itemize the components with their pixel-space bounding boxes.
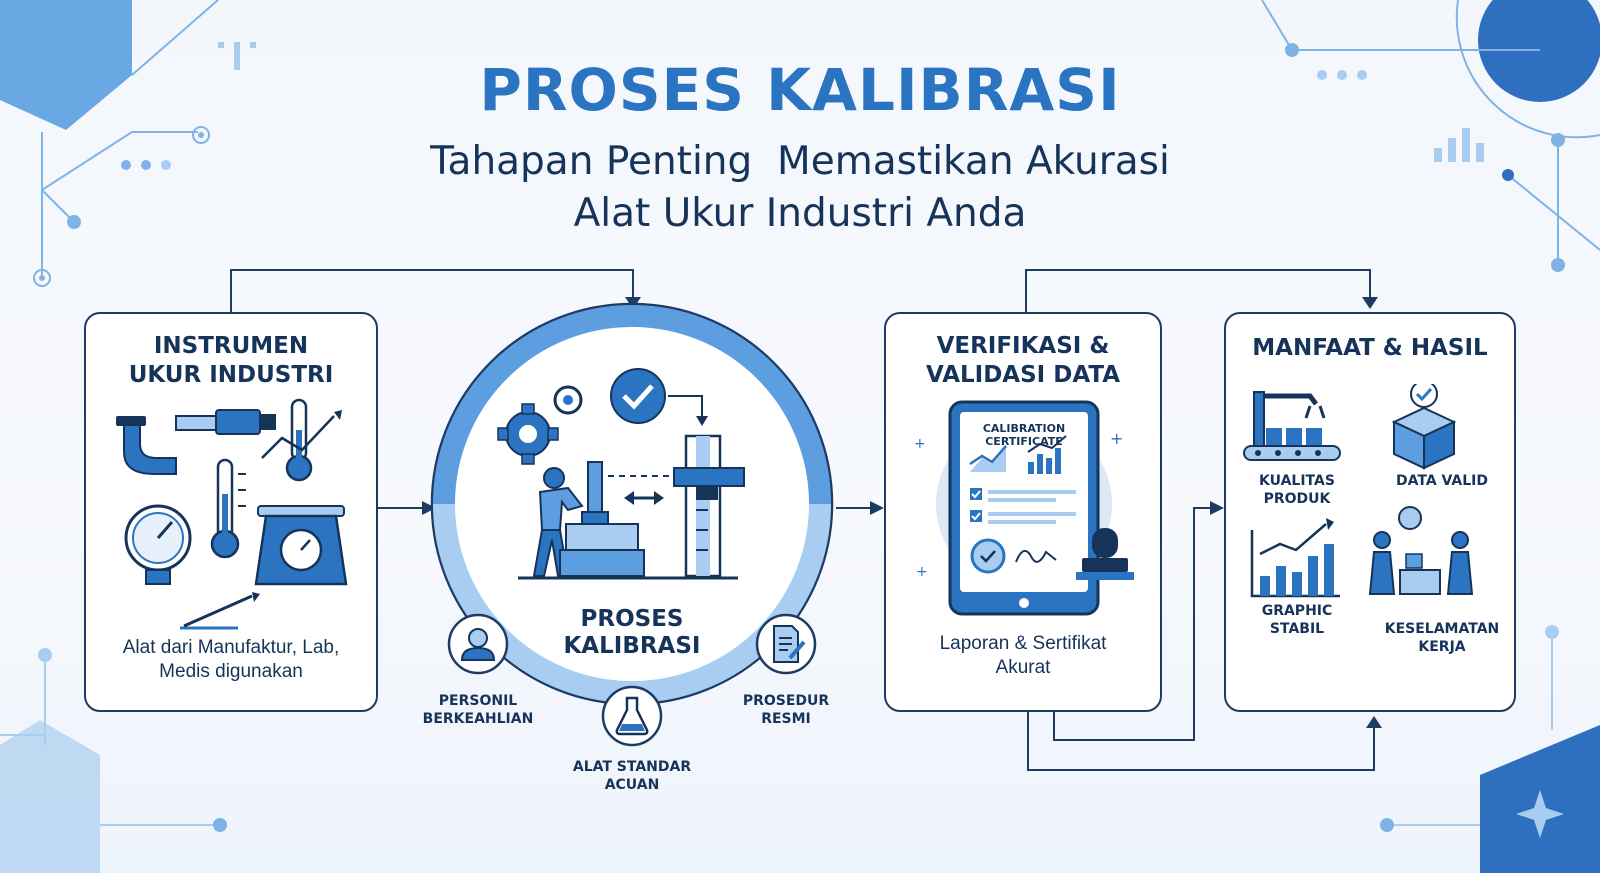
verifikasi-box: VERIFIKASI & VALIDASI DATA + + + <box>884 312 1162 712</box>
svg-text:+: + <box>1110 429 1123 448</box>
kualitas-label-line-1: KUALITAS <box>1259 473 1335 489</box>
keselamatan-label-line-1: KESELAMATAN <box>1384 621 1500 637</box>
proses-title-line-2: KALIBRASI <box>563 633 701 659</box>
proses-title: PROSES KALIBRASI <box>532 606 732 660</box>
verifikasi-caption-line-2: Akurat <box>995 657 1051 678</box>
flow-connectors <box>230 269 1375 771</box>
instrumen-caption-line-2: Medis digunakan <box>159 661 303 682</box>
proses-title-line-1: PROSES <box>580 606 684 632</box>
line-chart-icon <box>970 448 1006 472</box>
thermometer-icon-2 <box>210 458 246 559</box>
page-title: PROSES KALIBRASI <box>479 56 1121 124</box>
kualitas-label-line-2: PRODUK <box>1263 491 1331 507</box>
document-pen-icon <box>773 625 806 663</box>
manfaat-box: MANFAAT & HASIL <box>1224 312 1516 712</box>
check-badge-icon <box>610 368 666 424</box>
bar-chart-icon <box>1028 448 1061 474</box>
instrumen-title-line-2: UKUR INDUSTRI <box>128 362 334 388</box>
growth-chart-icon <box>1250 518 1340 598</box>
stamp-icon <box>1076 528 1134 580</box>
prosedur-label-line-2: RESMI <box>761 711 811 727</box>
small-gear-icon <box>553 385 583 415</box>
personil-label-line-1: PERSONIL <box>438 693 518 709</box>
calibration-machine-icon <box>559 461 645 577</box>
verifikasi-caption: Laporan & Sertifikat Akurat <box>886 632 1160 680</box>
conveyor-robot-icon <box>1243 391 1341 461</box>
alat-standar-label-line-2: ACUAN <box>604 777 660 793</box>
instrumen-title: INSTRUMEN UKUR INDUSTRI <box>86 332 376 390</box>
pressure-gauge-icon <box>124 504 192 585</box>
instrumen-caption-line-1: Alat dari Manufaktur, Lab, <box>122 637 340 658</box>
prosedur-label-line-1: PROSEDUR <box>742 693 830 709</box>
gear-icon <box>497 403 559 465</box>
seal-badge-icon <box>970 538 1006 574</box>
subtitle-line-2: Alat Ukur Industri Anda <box>573 191 1027 236</box>
alat-standar-badge <box>601 685 663 747</box>
data-valid-label: DATA VALID <box>1395 473 1488 489</box>
prosedur-badge <box>755 613 817 675</box>
personil-label: PERSONIL BERKEAHLIAN <box>408 692 548 728</box>
verifikasi-title-line-2: VALIDASI DATA <box>925 362 1121 388</box>
verifikasi-title-line-1: VERIFIKASI & <box>936 333 1110 359</box>
kualitas-produk-label: KUALITAS PRODUK <box>1232 472 1362 508</box>
micrometer-icon <box>116 409 276 475</box>
tablet-certificate-illustration: + + + <box>914 400 1134 616</box>
checklist-icon <box>970 488 1076 524</box>
manfaat-title: MANFAAT & HASIL <box>1252 335 1488 361</box>
certificate-heading-line-2: CERTIFICATE <box>985 435 1063 448</box>
keselamatan-label-line-2: KERJA <box>1418 639 1466 655</box>
alat-standar-label-line-1: ALAT STANDAR <box>572 759 692 775</box>
graphic-stabil-label: GRAPHIC STABIL <box>1232 602 1362 638</box>
keselamatan-kerja-label: KESELAMATAN KERJA <box>1368 620 1516 656</box>
verifikasi-title: VERIFIKASI & VALIDASI DATA <box>886 332 1160 390</box>
svg-text:+: + <box>914 436 926 452</box>
graphic-label-line-1: GRAPHIC <box>1261 603 1333 619</box>
graphic-label-line-2: STABIL <box>1269 621 1325 637</box>
workers-safety-icon <box>1368 506 1474 595</box>
hexagon-decoration <box>0 0 132 130</box>
person-icon <box>460 628 496 661</box>
instrumen-ukur-box: INSTRUMEN UKUR INDUSTRI <box>84 312 378 712</box>
instrumen-title-line-1: INSTRUMEN <box>153 333 309 359</box>
personil-label-line-2: BERKEAHLIAN <box>422 711 534 727</box>
box-check-icon <box>1391 384 1457 470</box>
subtitle-line-1: Tahapan Penting Memastikan Akurasi <box>430 139 1170 184</box>
height-gauge-icon <box>673 434 745 578</box>
prosedur-label: PROSEDUR RESMI <box>716 692 856 728</box>
trend-line-icon <box>261 415 335 459</box>
thermometer-icon-1 <box>285 398 313 482</box>
weighing-scale-icon <box>254 505 348 586</box>
instrumen-caption: Alat dari Manufaktur, Lab, Medis digunak… <box>86 636 376 684</box>
double-arrow-icon <box>624 491 664 505</box>
svg-text:+: + <box>916 564 928 580</box>
manfaat-icons <box>1243 384 1474 598</box>
measuring-instruments-illustration <box>116 398 348 630</box>
alat-standar-label: ALAT STANDAR ACUAN <box>552 758 712 794</box>
verifikasi-caption-line-1: Laporan & Sertifikat <box>939 633 1107 654</box>
circuit-lines-top-left <box>41 0 219 275</box>
flask-icon <box>615 696 649 736</box>
circuit-lines-top-right <box>1261 0 1600 265</box>
signature-icon <box>1015 550 1057 563</box>
incline-icon <box>180 592 260 630</box>
certificate-heading: CALIBRATION CERTIFICATE <box>960 422 1088 448</box>
proses-kalibrasi-circle <box>430 302 834 706</box>
page-subtitle: Tahapan Penting Memastikan Akurasi Alat … <box>0 136 1600 240</box>
certificate-heading-line-1: CALIBRATION <box>982 422 1066 435</box>
personil-badge <box>447 613 509 675</box>
